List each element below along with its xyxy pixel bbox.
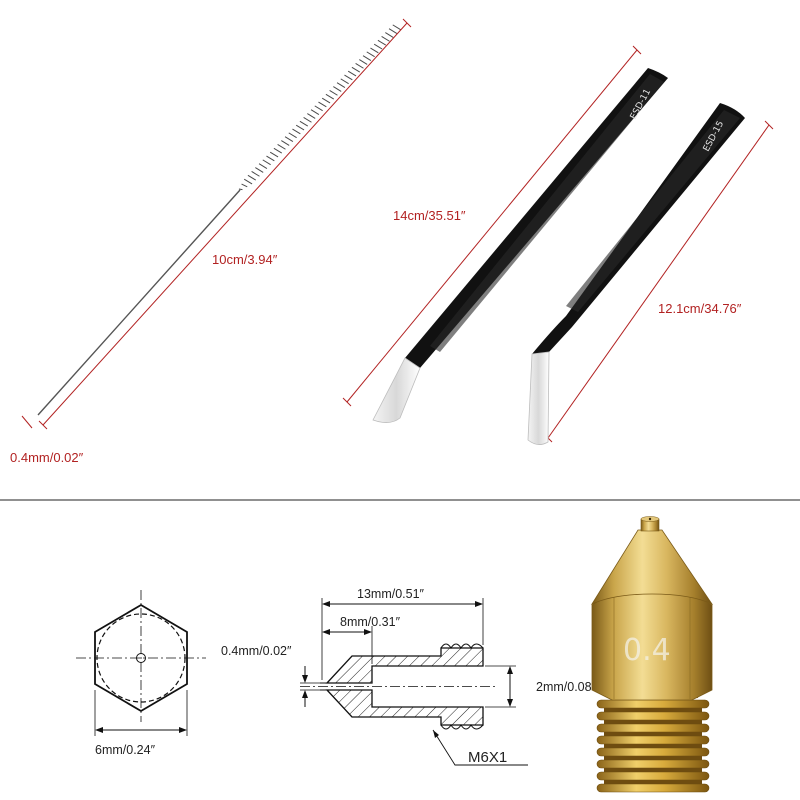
thread-ridge [596, 747, 710, 757]
tip-diameter-label: 0.4mm/0.02″ [221, 644, 292, 658]
coil-turn [336, 82, 346, 88]
bent-tweezers: ESD-15 [527, 103, 745, 445]
coil-turn [355, 63, 364, 69]
thread-groove [604, 768, 702, 772]
needle-diameter-leader [21, 415, 33, 429]
thread-ridge [596, 723, 710, 733]
straight-tweezers-tip [372, 357, 421, 423]
bent-tweezers-tip [527, 351, 550, 445]
thread-ridge [596, 759, 710, 769]
overall-length-label: 13mm/0.51″ [357, 587, 425, 601]
coil-turn [340, 78, 349, 85]
hex-end-view [76, 590, 206, 736]
coil-turn [310, 109, 320, 115]
coil-turn [269, 151, 279, 158]
coil-turn [321, 97, 331, 104]
coil-turn [284, 136, 294, 142]
coil-turn [292, 128, 301, 135]
coil-turn [241, 183, 248, 188]
needle-diameter-label: 0.4mm/0.02″ [10, 450, 84, 465]
thread-ridge [596, 699, 710, 709]
coil-turn [281, 140, 290, 146]
coil-turn [238, 188, 243, 191]
coil-turn [251, 171, 260, 177]
coil-turn [307, 113, 316, 119]
coil-turn [392, 24, 401, 31]
coil-turn [299, 120, 309, 127]
thread-groove [604, 744, 702, 748]
needle-length-dimension [38, 18, 412, 430]
thread-ridge [596, 771, 710, 781]
coil-turn [255, 167, 264, 173]
coil-turn [277, 144, 286, 150]
coil-turn [381, 36, 390, 42]
straight-tweezers-length-label: 14cm/35.51″ [393, 208, 466, 223]
coil-turn [359, 59, 368, 65]
coil-turn [303, 117, 312, 123]
thread-groove [604, 720, 702, 724]
coil-turn [273, 147, 283, 154]
coil-turn [362, 55, 372, 61]
thread-groove [604, 708, 702, 712]
coil-turn [288, 132, 297, 139]
nozzle-size-engraving: 0.4 [623, 633, 671, 668]
coil-turn [347, 70, 357, 77]
thread-ridge [596, 735, 710, 745]
coil-turn [388, 28, 398, 34]
thread-spec-label: M6X1 [468, 749, 507, 766]
needle-length-label: 10cm/3.94″ [212, 252, 278, 267]
coil-turn [329, 90, 338, 96]
bore-depth-label: 8mm/0.31″ [340, 615, 401, 629]
thread-groove [604, 780, 702, 784]
coil-turn [385, 32, 394, 38]
straight-tweezers-dimension [342, 45, 642, 407]
coil-turn [266, 155, 275, 162]
coil-turn [318, 101, 327, 108]
coil-turn [247, 174, 257, 181]
cleaning-needle [37, 24, 401, 416]
nozzle-section-view [300, 598, 528, 766]
nozzle-threads [596, 699, 710, 793]
coil-turn [243, 178, 253, 185]
coil-turn [370, 47, 379, 54]
thread-groove [604, 756, 702, 760]
coil-turn [262, 159, 271, 166]
thread-ridge [596, 783, 710, 793]
needle-brush-coil [238, 24, 401, 191]
coil-turn [351, 66, 361, 73]
hex-width-label: 6mm/0.24″ [95, 743, 156, 757]
coil-turn [258, 163, 268, 169]
coil-turn [295, 124, 305, 131]
brass-nozzle-photo: 0.4 [590, 516, 714, 793]
thread-groove [604, 732, 702, 736]
coil-turn [366, 51, 375, 58]
coil-turn [325, 93, 335, 100]
coil-turn [373, 43, 383, 50]
outlet-diameter-label: 2mm/0.08″ [536, 680, 597, 694]
coil-turn [344, 74, 353, 81]
coil-turn [377, 39, 387, 46]
bent-tweezers-length-label: 12.1cm/34.76″ [658, 301, 742, 316]
coil-turn [314, 105, 323, 112]
coil-turn [333, 86, 342, 92]
thread-ridge [596, 711, 710, 721]
